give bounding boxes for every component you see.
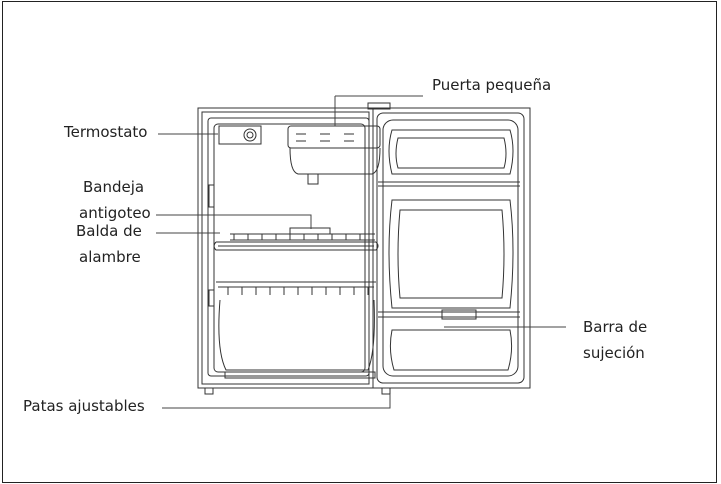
label-balda-line2: alambre [79,248,141,266]
cabinet-body [197,107,374,389]
inner-bottom [218,299,376,379]
label-puerta-pequena: Puerta pequeña [432,76,552,94]
label-barra-line2: sujeción [583,344,645,362]
label-balda-line1: Balda de [76,222,142,240]
thermostat [218,125,262,145]
drip-tray [230,227,375,241]
open-door [367,102,531,389]
label-bandeja-line2: antigoteo [79,204,151,222]
label-patas: Patas ajustables [23,397,145,415]
label-bandeja-line1: Bandeja [83,178,145,196]
label-barra-line1: Barra de [583,318,648,336]
freezer-compartment [287,125,381,185]
label-termostato: Termostato [64,123,148,141]
legs [204,387,391,395]
wire-shelf-1 [213,241,379,251]
wire-shelf-2 [216,281,376,295]
